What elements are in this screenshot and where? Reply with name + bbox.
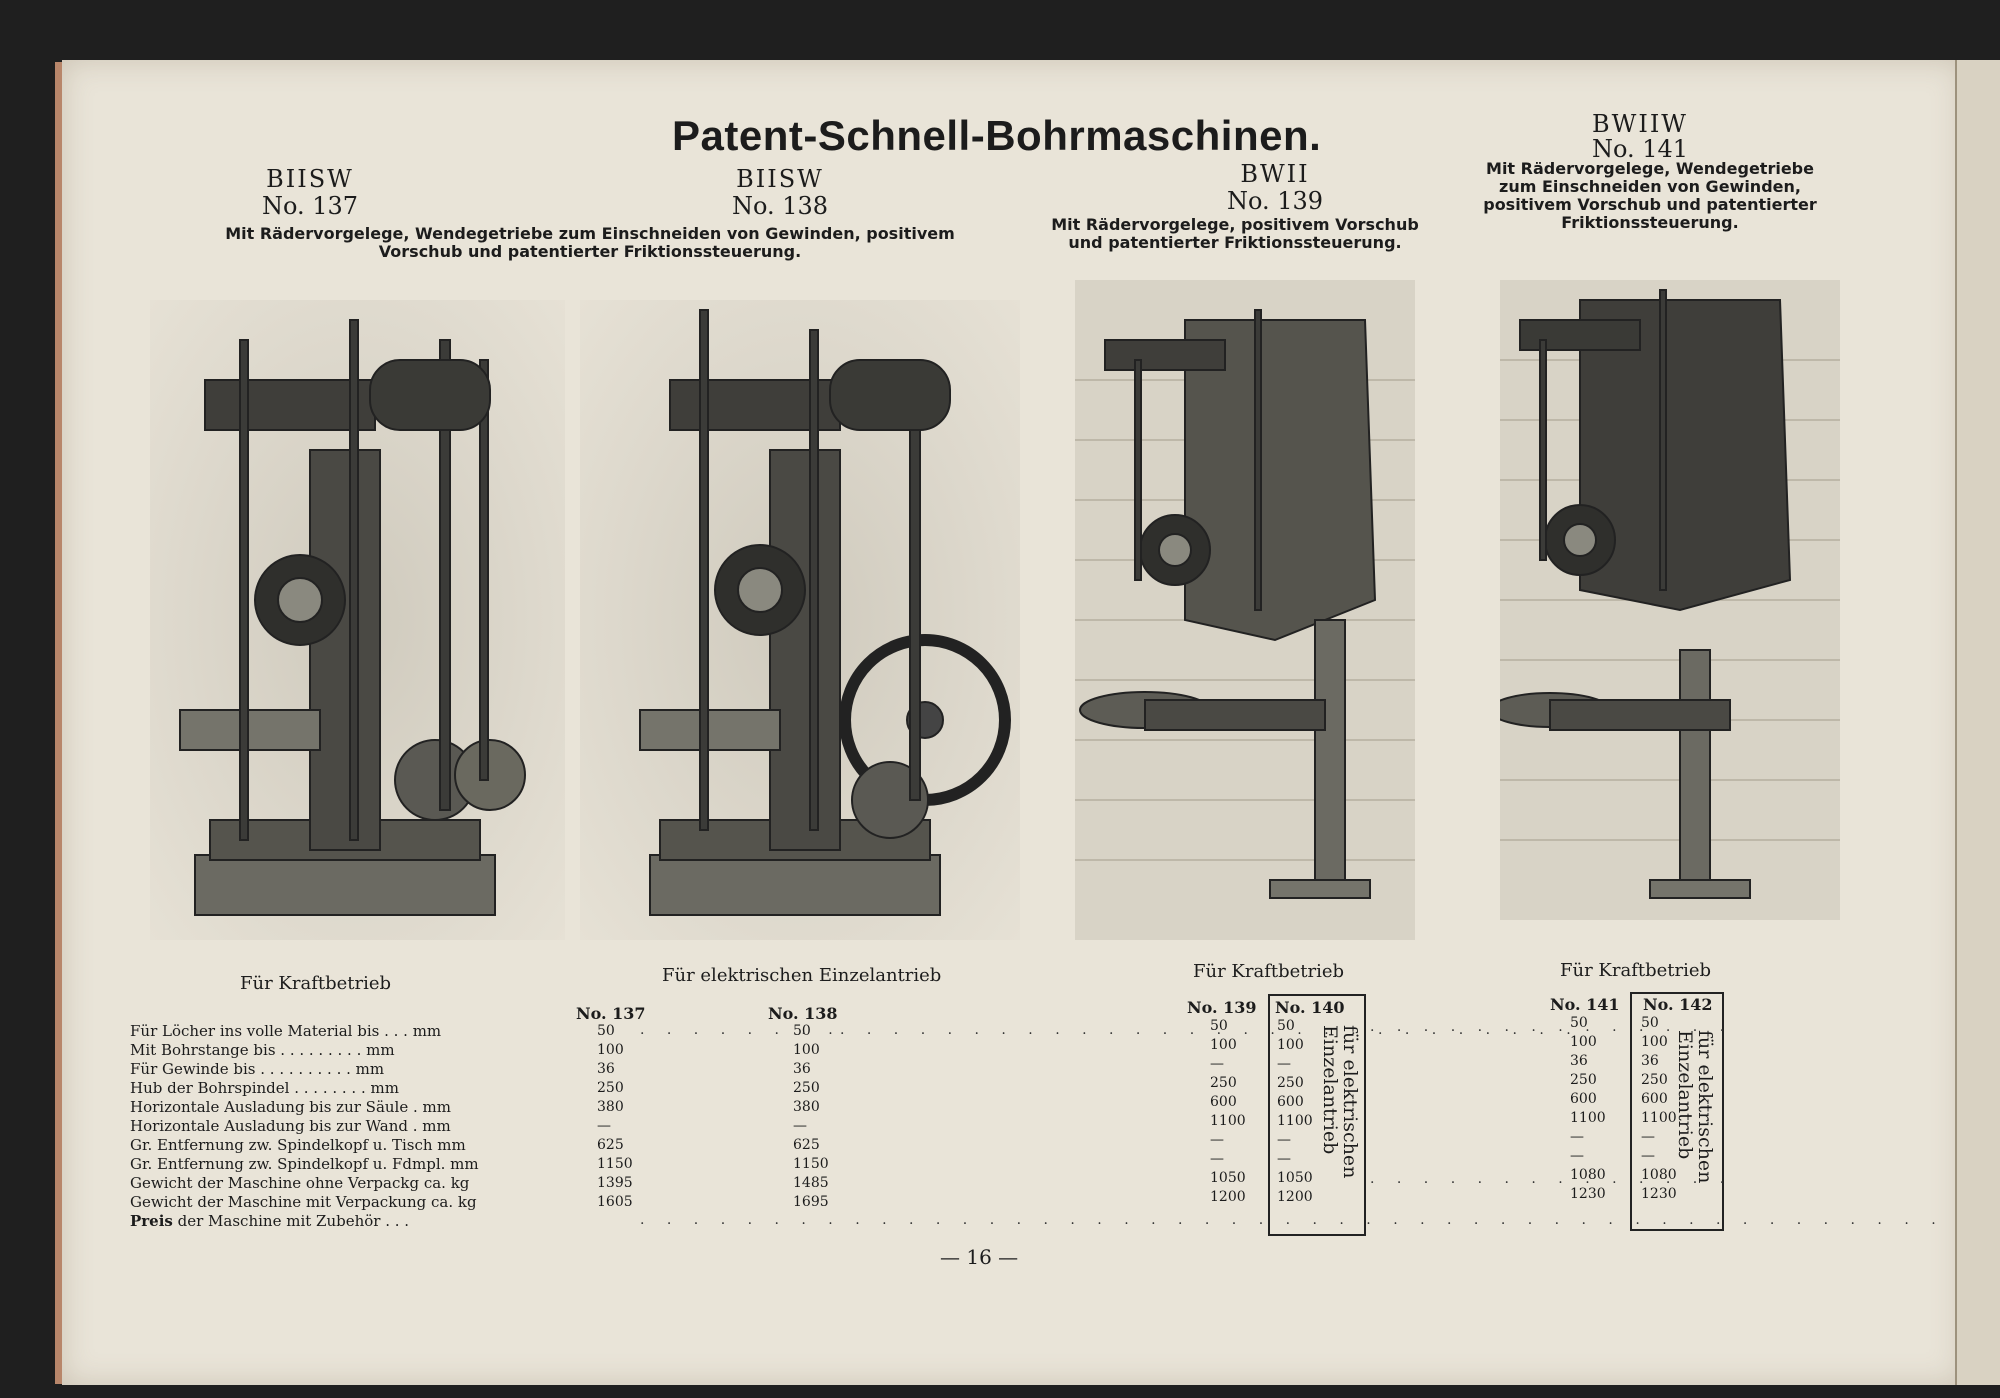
spec-label: Für Gewinde bis . . . . . . . . . . mm xyxy=(130,1060,385,1078)
spec-label: Horizontale Ausladung bis zur Säule . mm xyxy=(130,1098,451,1116)
leader-dots: . . . . . . . . . . . . . . xyxy=(1370,1171,1734,1187)
machine-code-141: BWIIW xyxy=(1592,110,1688,138)
next-page-edge xyxy=(1955,60,2000,1385)
wall-drill-139-illustration xyxy=(1075,280,1415,940)
leader-dots: . . . . . . . . . . . . . . . . . . . . … xyxy=(640,1212,1945,1228)
col-header-141: No. 141 xyxy=(1550,995,1620,1014)
machine-no-139: No. 139 xyxy=(1226,187,1324,215)
caption-138: Für elektrischen Einzelantrieb xyxy=(662,965,942,986)
machine-code-137: BIISW xyxy=(266,165,354,193)
leader-dots: . . . . . . . . . . . . . . . . . . . . … xyxy=(840,1022,1580,1038)
machine-code-139: BWII xyxy=(1240,160,1310,188)
book-spine xyxy=(55,62,65,1384)
page-number: — 16 — xyxy=(940,1245,1019,1269)
machine-no-138: No. 138 xyxy=(731,192,829,220)
description-137-138: Mit Rädervorgelege, Wendegetriebe zum Ei… xyxy=(225,224,955,261)
spec-label: Hub der Bohrspindel . . . . . . . . mm xyxy=(130,1079,399,1097)
box-no-142 xyxy=(1630,992,1724,1231)
spec-label: Mit Bohrstange bis . . . . . . . . . mm xyxy=(130,1041,395,1059)
box-no-140 xyxy=(1268,994,1366,1236)
caption-141: Für Kraftbetrieb xyxy=(1560,960,1712,981)
spec-label: Gr. Entfernung zw. Spindelkopf u. Fdmpl.… xyxy=(130,1155,479,1173)
col-header-140: No. 140 xyxy=(1275,998,1345,1017)
leader-dots: . . . . . . . . xyxy=(640,1022,842,1038)
col-header-142: No. 142 xyxy=(1643,995,1713,1014)
spec-label: Horizontale Ausladung bis zur Wand . mm xyxy=(130,1117,451,1135)
wall-drill-141-illustration xyxy=(1500,280,1840,920)
caption-139: Für Kraftbetrieb xyxy=(1193,961,1345,982)
col-header-137: No. 137 xyxy=(576,1004,646,1023)
description-139: Mit Rädervorgelege, positivem Vorschub u… xyxy=(1051,215,1419,252)
spec-label: Gewicht der Maschine mit Verpackung ca. … xyxy=(130,1193,477,1211)
caption-137: Für Kraftbetrieb xyxy=(240,973,392,994)
col-header-139: No. 139 xyxy=(1187,998,1257,1017)
machine-no-141: No. 141 xyxy=(1591,135,1689,163)
spec-label: Gr. Entfernung zw. Spindelkopf u. Tisch … xyxy=(130,1136,466,1154)
col-header-138: No. 138 xyxy=(768,1004,838,1023)
page-title: Patent-Schnell-Bohrmaschinen. xyxy=(672,112,1322,159)
machine-no-137: No. 137 xyxy=(261,192,359,220)
machine-code-138: BIISW xyxy=(736,165,824,193)
spec-label-preis: Preis der Maschine mit Zubehör . . . xyxy=(130,1212,410,1230)
leader-dots: . . . . . . . . . . . . . . xyxy=(1370,1019,1734,1035)
description-141: Mit Rädervorgelege, Wendegetriebe zum Ei… xyxy=(1483,159,1817,232)
drill-press-137-illustration xyxy=(150,300,565,940)
spec-row-labels: Für Löcher ins volle Material bis . . . … xyxy=(130,1022,479,1231)
spec-label: Gewicht der Maschine ohne Verpackg ca. k… xyxy=(130,1174,470,1192)
spec-label: Für Löcher ins volle Material bis . . . … xyxy=(130,1022,442,1040)
drill-press-138-illustration xyxy=(580,300,1020,940)
